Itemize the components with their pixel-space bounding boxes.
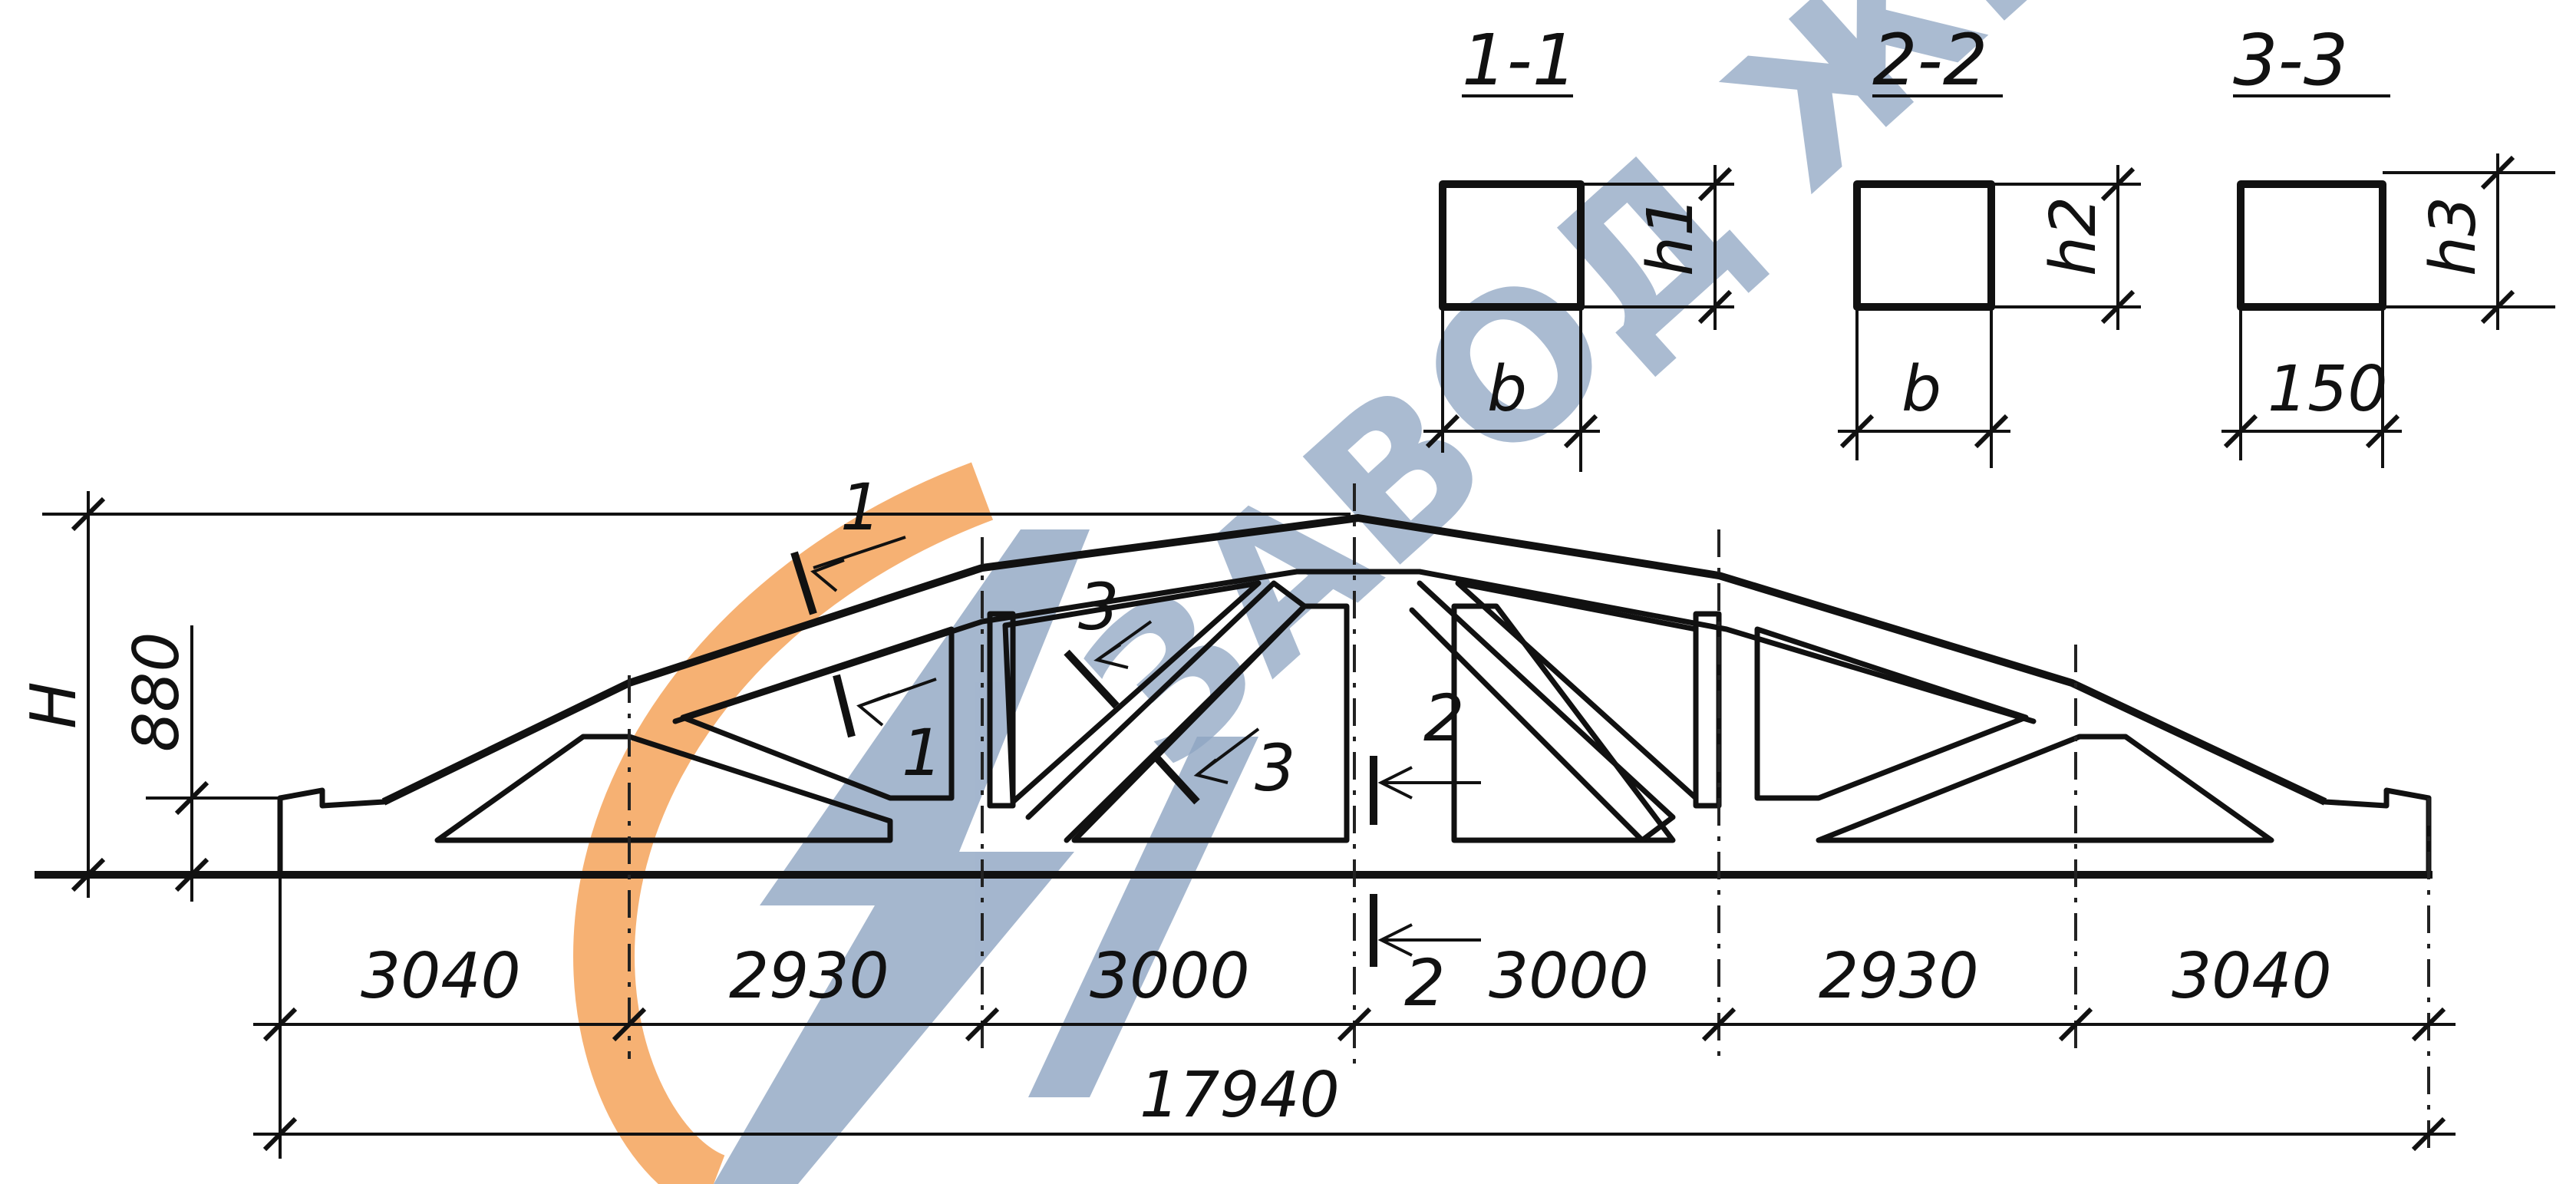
section-2-2-title: 2-2 (1872, 19, 1987, 101)
right-support-notch (2322, 787, 2432, 809)
vertical-dimensions: H 880 (18, 491, 1351, 902)
left-support-notch (277, 787, 387, 809)
dim-panel-2: 2930 (729, 940, 889, 1013)
section-3-3-width: 150 (2268, 353, 2388, 426)
section-mark-3-upper: 3 (1064, 569, 1153, 709)
section-2-2-height: h2 (2037, 196, 2110, 276)
dim-total-height: H (18, 681, 91, 729)
section-mark-3-label-a: 3 (1078, 569, 1119, 645)
opening-left-3 (1002, 580, 1262, 805)
opening-right-1 (1816, 734, 2274, 843)
section-mark-2-label-a: 2 (1423, 681, 1464, 756)
dim-panel-1: 3040 (361, 940, 521, 1013)
section-3-3-height: h3 (2417, 196, 2490, 276)
post-left (987, 611, 1016, 809)
section-mark-1-label-a: 1 (840, 470, 881, 545)
section-mark-1-upper: 1 (790, 470, 906, 615)
section-1-1-width: b (1487, 353, 1527, 426)
diagonal-right (1409, 580, 1676, 843)
section-3-3: 3-3 h3 150 (2221, 19, 2555, 468)
section-1-1: 1-1 h1 b (1423, 19, 1734, 472)
horizontal-dimensions: 3040 2930 3000 3000 2930 3040 17940 (253, 875, 2456, 1159)
opening-left-2 (680, 626, 955, 801)
section-1-1-height: h1 (1634, 196, 1707, 276)
section-2-2-width: b (1901, 353, 1941, 426)
dim-panel-3: 3000 (1090, 940, 1250, 1013)
section-2-2: 2-2 h2 b (1838, 19, 2141, 468)
opening-right-2 (1754, 626, 2029, 801)
post-right (1693, 611, 1722, 809)
section-3-3-title: 3-3 (2233, 19, 2348, 101)
dim-panel-6: 3040 (2172, 940, 2332, 1013)
dim-panel-4: 3000 (1489, 940, 1649, 1013)
section-mark-3-label-b: 3 (1255, 731, 1295, 806)
dim-end-height: 880 (120, 632, 193, 752)
section-mark-2-lower: 2 (1370, 894, 1481, 1021)
dim-span: 17940 (1140, 1059, 1340, 1132)
dim-panel-5: 2930 (1819, 940, 1979, 1013)
watermark-bolt-logo (714, 529, 1258, 1184)
section-mark-2-label-b: 2 (1404, 945, 1445, 1021)
diagonal-left (1025, 580, 1308, 843)
section-mark-1-label-b: 1 (902, 715, 942, 790)
section-1-1-title: 1-1 (1462, 19, 1577, 101)
truss-elevation: 1 1 3 3 2 2 (35, 470, 2433, 1151)
opening-left-1 (434, 734, 893, 843)
section-mark-1-lower: 1 (833, 674, 942, 790)
section-mark-3-lower: 3 (1152, 727, 1295, 806)
opening-right-4 (1451, 603, 1676, 843)
section-mark-2-upper: 2 (1370, 681, 1481, 825)
